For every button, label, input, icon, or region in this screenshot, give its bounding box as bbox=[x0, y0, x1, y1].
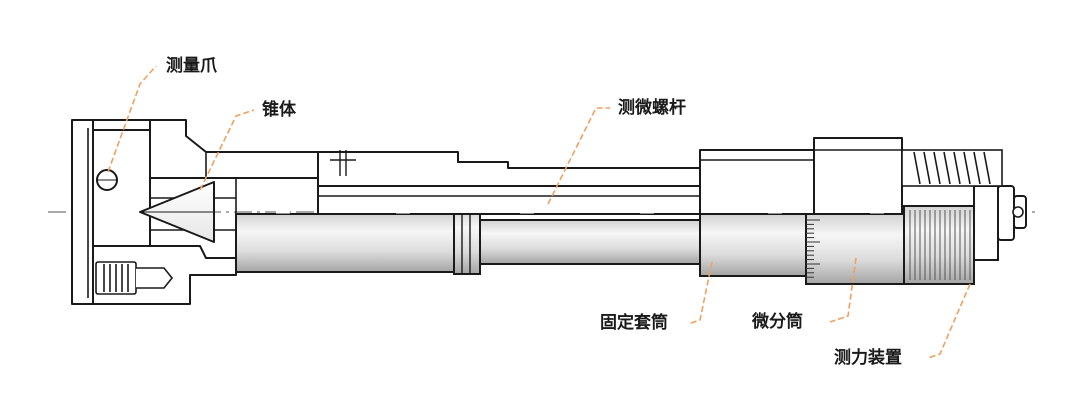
ratchet-spring bbox=[901, 149, 1003, 187]
leader-fixed-sleeve bbox=[687, 261, 713, 325]
leader-lines bbox=[107, 65, 971, 359]
leader-thimble bbox=[829, 257, 857, 323]
label-thimble: 微分筒 bbox=[752, 312, 803, 332]
label-cone: 锥体 bbox=[262, 100, 296, 120]
spindle-shaft bbox=[235, 207, 701, 275]
label-measuring-claw: 测量爪 bbox=[166, 56, 217, 76]
label-fixed-sleeve: 固定套筒 bbox=[600, 313, 668, 333]
leader-cone bbox=[199, 109, 255, 191]
thimble-shape bbox=[805, 213, 905, 285]
label-micrometer-screw: 测微螺杆 bbox=[618, 98, 686, 118]
ratchet-device bbox=[903, 185, 1027, 285]
fixed-sleeve-shape bbox=[699, 213, 807, 277]
return-spring bbox=[95, 261, 174, 295]
label-ratchet: 测力装置 bbox=[834, 348, 902, 368]
thimble-graduations bbox=[806, 219, 820, 278]
leader-measuring-claw bbox=[107, 65, 157, 173]
leader-ratchet bbox=[927, 283, 971, 359]
screw-housing bbox=[317, 137, 903, 215]
